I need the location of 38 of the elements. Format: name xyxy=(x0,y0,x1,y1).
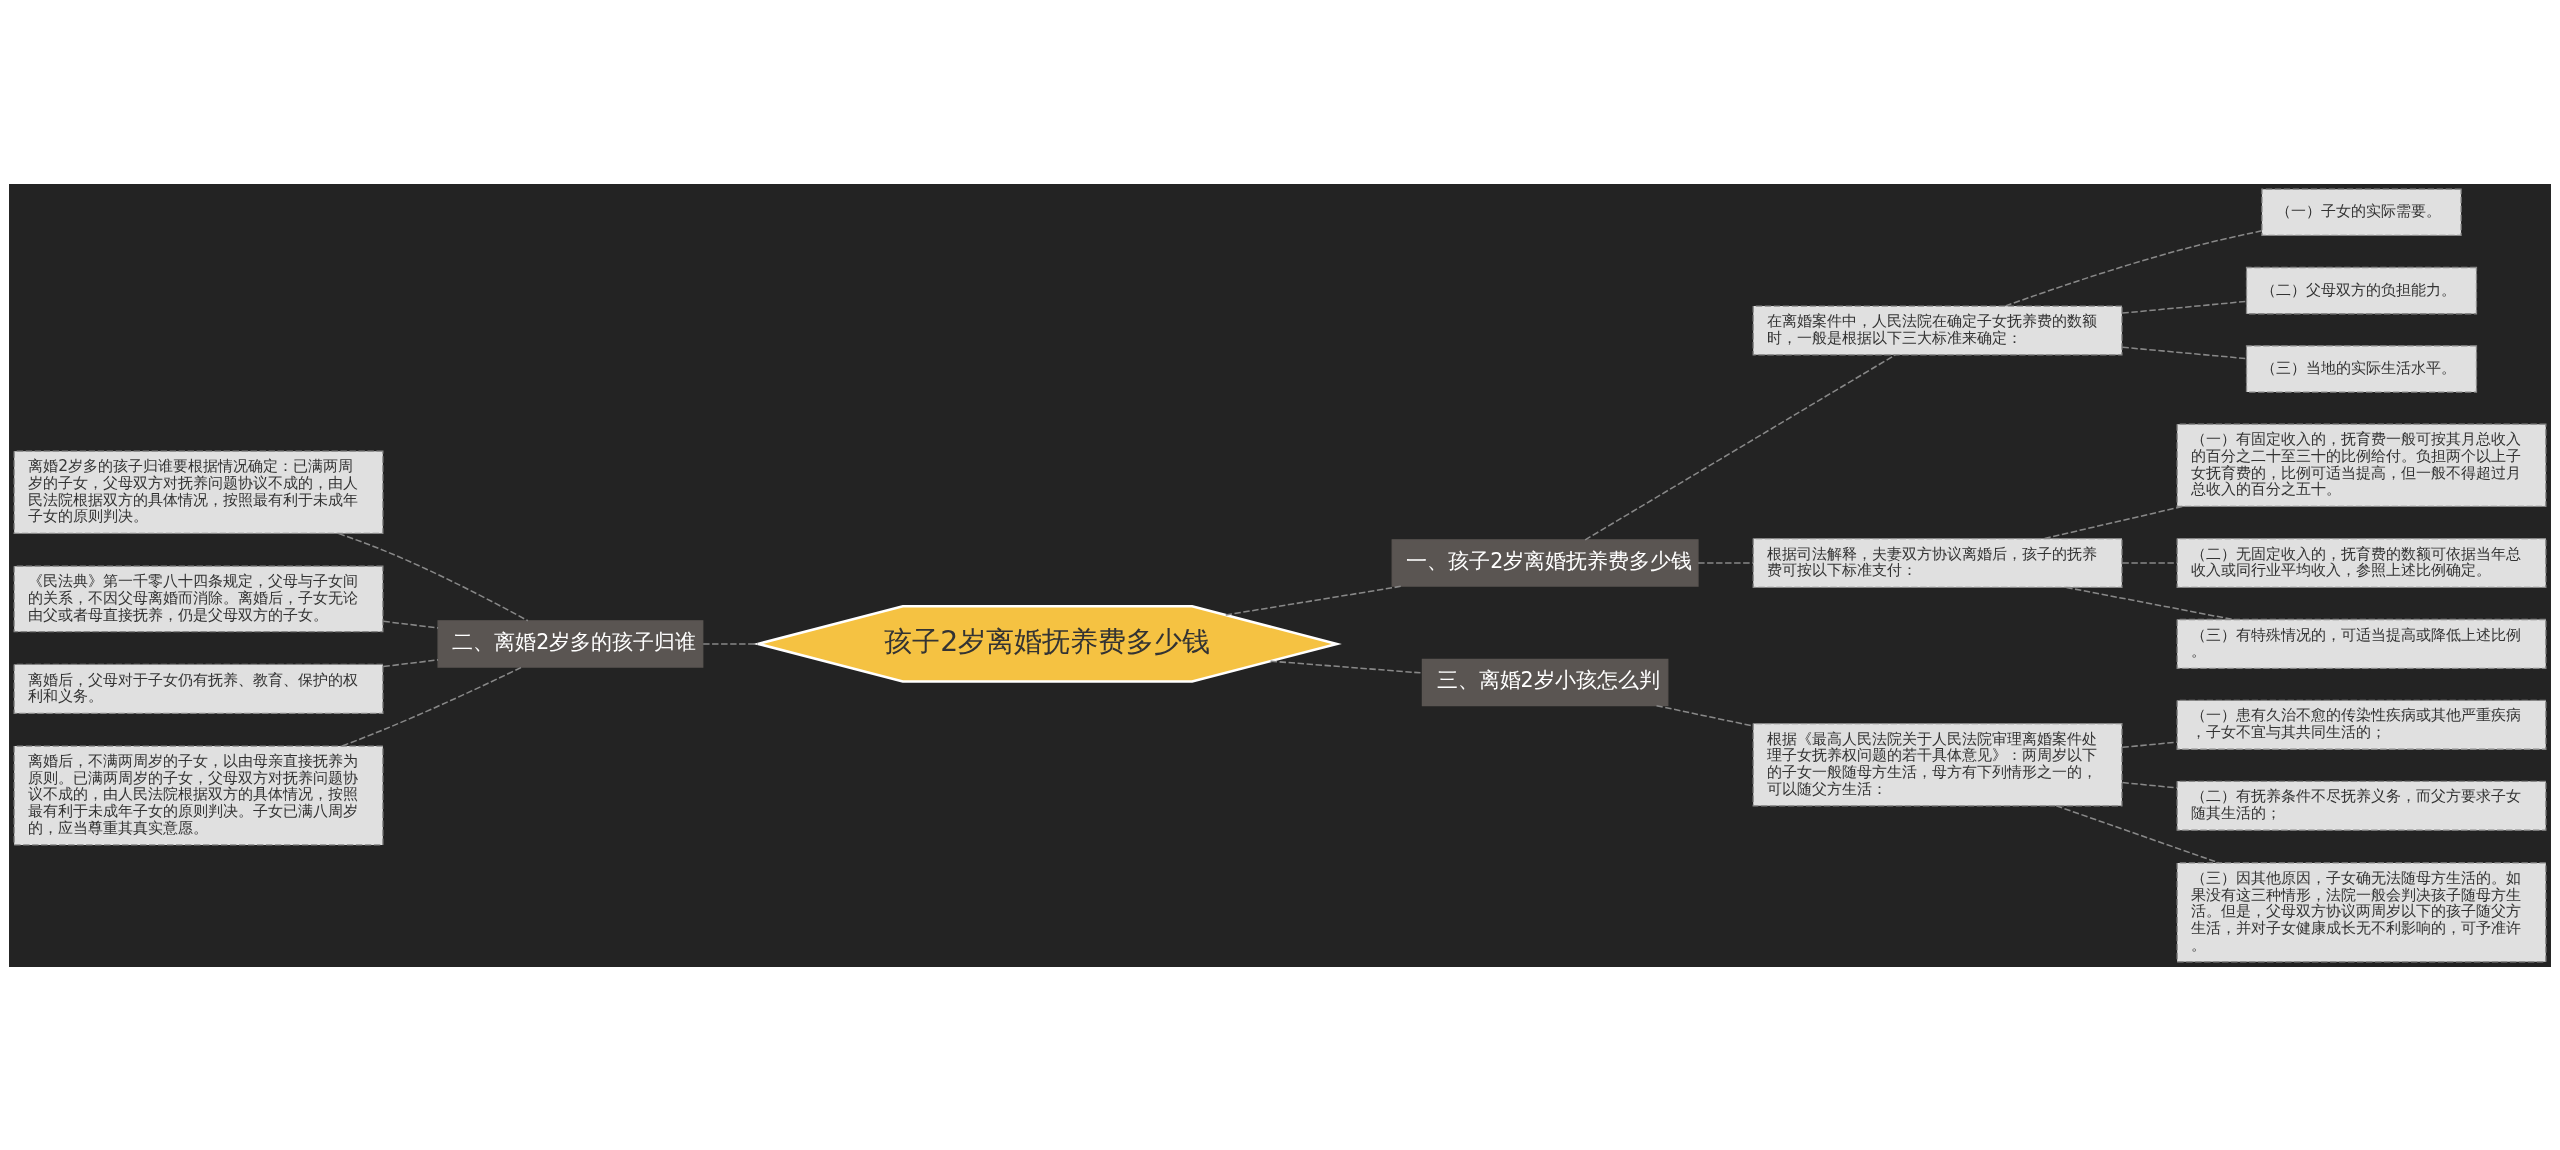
node-box: （三）因其他原因，子女确无法随母方生活的。如果没有这三种情形，法院一般会判决孩子随母方生活。但是，父母双方协议两周岁以下的孩子随父方生活，并对子女健康成长无不利影响的，可予准许。 xyxy=(2176,861,2547,962)
node-box: 离婚后，不满两周岁的子女，以由母亲直接抚养为原则。已满两周岁的子女，父母双方对抚养问题协议不成的，由人民法院根据双方的具体情况，按照最有利于未成年子女的原则判决。子女已满八周岁的，应当尊重其真实意愿。 xyxy=(13,744,384,846)
connector xyxy=(2121,345,2248,359)
node-box: 离婚2岁多的孩子归谁要根据情况确定：已满两周岁的子女，父母双方对抚养问题协议不成的，由人民法院根据双方的具体情况，按照最有利于未成年子女的原则判决。 xyxy=(13,450,384,534)
node-box: （三）有特殊情况的，可适当提高或降低上述比例。 xyxy=(2176,618,2547,669)
connector xyxy=(1697,561,1754,564)
node-box: 二、离婚2岁多的孩子归谁 xyxy=(437,619,704,668)
connector xyxy=(1224,584,1403,616)
node-box: （一）患有久治不愈的传染性疾病或其他严重疾病，子女不宜与其共同生活的； xyxy=(2176,699,2547,750)
node-box: 三、离婚2岁小孩怎么判 xyxy=(1421,658,1669,706)
node-box: （一）子女的实际需要。 xyxy=(2261,188,2462,236)
connector xyxy=(1584,353,1897,541)
node-box: （二）无固定收入的，抚育费的数额可依据当年总收入或同行业平均收入，参照上述比例确定。 xyxy=(2176,537,2547,588)
node-box: 一、孩子2岁离婚抚养费多少钱 xyxy=(1391,538,1699,587)
node-box: 根据司法解释，夫妻双方协议离婚后，孩子的抚养费可按以下标准支付： xyxy=(1752,537,2123,588)
node-box: 离婚后，父母对于子女仍有抚养、教育、保护的权利和义务。 xyxy=(13,663,384,714)
connector xyxy=(2065,586,2234,620)
node-box: 在离婚案件中，人民法院在确定子女抚养费的数额时，一般是根据以下三大标准来确定： xyxy=(1752,304,2123,355)
node-box: 《民法典》第一千零八十四条规定，父母与子女间的关系，不因父母离婚而消除。离婚后，子女无论由父或者母直接抚养，仍是父母双方的子女。 xyxy=(13,565,384,632)
connector xyxy=(2121,300,2248,314)
connector xyxy=(702,642,759,645)
connector xyxy=(2043,505,2184,539)
connector xyxy=(2121,781,2178,789)
connector xyxy=(382,620,439,629)
connector xyxy=(2121,740,2178,748)
connector xyxy=(2055,804,2220,864)
connector xyxy=(1655,704,1754,727)
connector xyxy=(341,665,523,747)
node-box: 根据《最高人民法院关于人民法院审理离婚案件处理子女抚养权问题的若干具体意见》：两周岁以下的子女一般随母方生活，母方有下列情形之一的，可以随父方生活： xyxy=(1752,722,2123,806)
node-box: （二）父母双方的负担能力。 xyxy=(2245,266,2478,314)
connector xyxy=(337,532,529,621)
node-box: （三）当地的实际生活水平。 xyxy=(2245,344,2478,393)
connector xyxy=(2004,229,2263,307)
connector xyxy=(2121,561,2178,564)
node-box: （二）有抚养条件不尽抚养义务，而父方要求子女随其生活的； xyxy=(2176,780,2547,831)
connector xyxy=(382,658,439,667)
connector xyxy=(1269,659,1423,674)
node-box: （一）有固定收入的，抚育费一般可按其月总收入的百分之二十至三十的比例给付。负担两个以上子女抚育费的，比例可适当提高，但一般不得超过月总收入的百分之五十。 xyxy=(2176,423,2547,507)
